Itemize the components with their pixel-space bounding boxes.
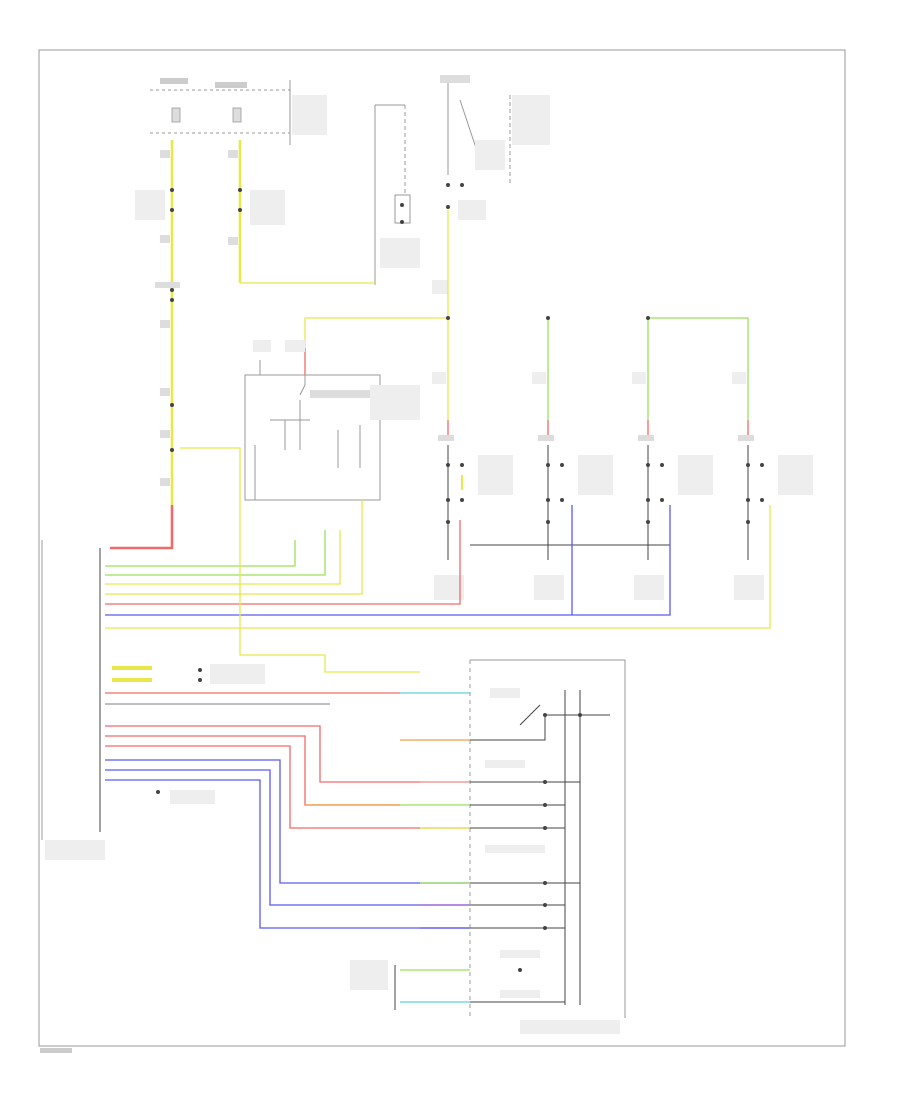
switch-2: [532, 372, 613, 600]
footer-tag: [40, 1048, 72, 1053]
door-lock-actuator: [244, 340, 420, 501]
fuse-block: [150, 78, 327, 145]
fuse-right: [432, 75, 550, 294]
switch-1: [432, 372, 513, 600]
switch-4: [732, 372, 813, 600]
main-feed-wires: [110, 140, 449, 550]
lower-harness: [105, 664, 470, 1003]
ecu-connector: [41, 540, 105, 860]
outer-frame: [38, 49, 846, 1047]
ecu-wires: [105, 447, 771, 673]
ignition-switch: [374, 104, 420, 285]
window-switch-assembly: [350, 659, 626, 1034]
switch-3: [632, 372, 713, 600]
green-bus: [304, 316, 749, 420]
